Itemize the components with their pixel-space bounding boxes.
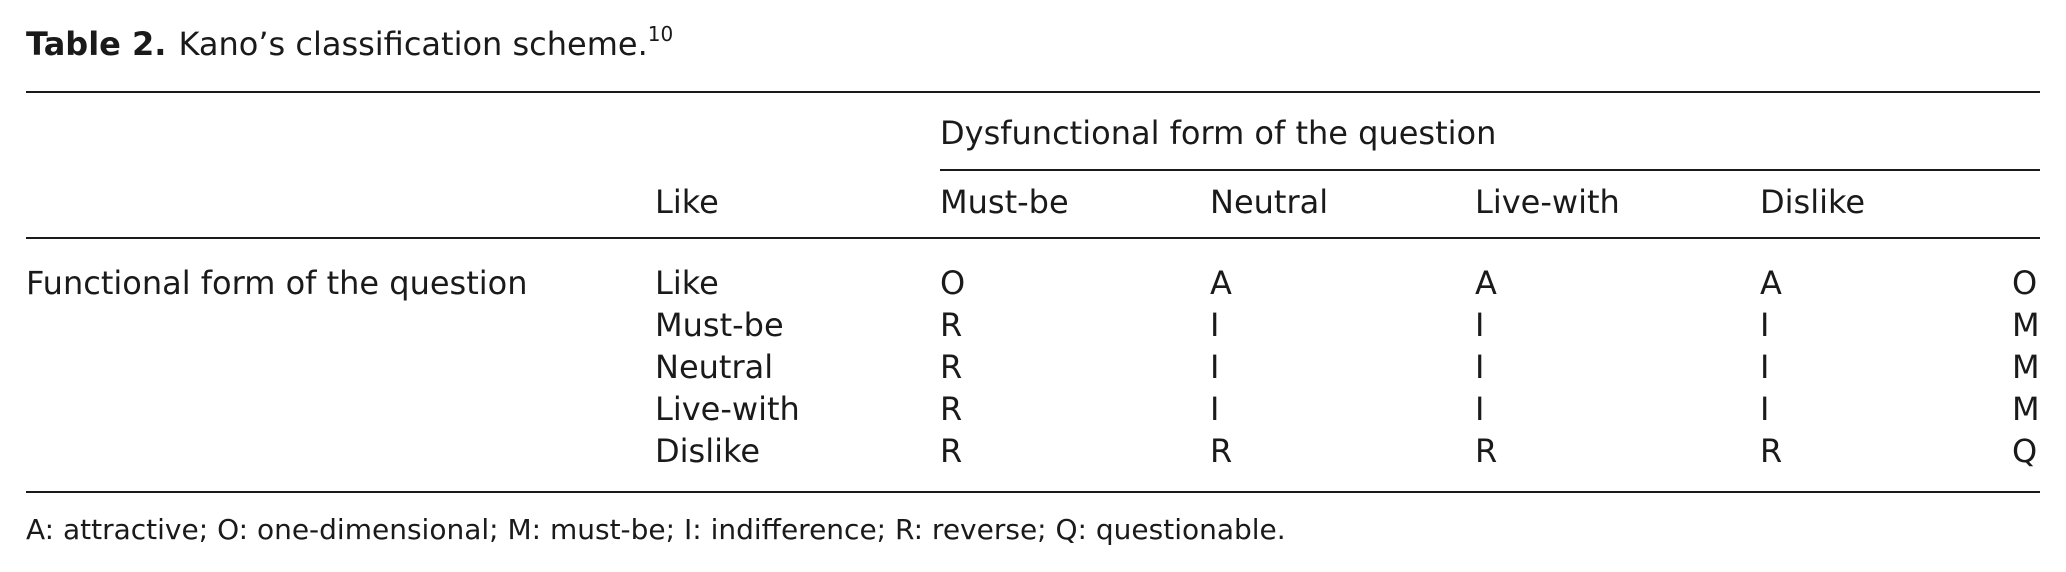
table-cell: M (2012, 390, 2040, 428)
row-label: Live-with (655, 390, 800, 428)
table-cell: R (940, 306, 963, 344)
table-cell: Q (2012, 432, 2038, 470)
table-number: Table 2. (26, 25, 167, 63)
column-header-like: Like (655, 183, 719, 221)
column-header-live-with: Live-with (1475, 183, 1620, 221)
table-cell: O (940, 264, 966, 302)
row-label: Like (655, 264, 719, 302)
column-header-dislike: Dislike (1760, 183, 1866, 221)
table-cell: I (1210, 390, 1220, 428)
row-label: Must-be (655, 306, 784, 344)
table-cell: A (1210, 264, 1232, 302)
table-cell: M (2012, 348, 2040, 386)
table-cell: I (1210, 348, 1220, 386)
table-cell: A (1475, 264, 1497, 302)
reference-superscript: 10 (647, 22, 674, 46)
row-label: Neutral (655, 348, 774, 386)
top-rule (26, 91, 2040, 93)
table-cell: R (940, 432, 963, 470)
table-caption: Table 2. Kano’s classification scheme.10 (26, 24, 673, 64)
table-footnote: A: attractive; O: one-dimensional; M: mu… (26, 513, 1286, 546)
table-cell: A (1760, 264, 1782, 302)
row-label: Dislike (655, 432, 761, 470)
spanner-rule (940, 169, 2040, 171)
table-cell: R (1760, 432, 1783, 470)
header-rule (26, 237, 2040, 239)
table-cell: R (940, 348, 963, 386)
table-cell: O (2012, 264, 2038, 302)
spanner-header: Dysfunctional form of the question (940, 114, 1497, 152)
table-cell: I (1475, 306, 1485, 344)
table-cell: R (1475, 432, 1498, 470)
stub-label: Functional form of the question (26, 264, 528, 302)
table-cell: I (1760, 306, 1770, 344)
table-cell: I (1475, 390, 1485, 428)
table-cell: R (1210, 432, 1233, 470)
bottom-rule (26, 491, 2040, 493)
table-cell: R (940, 390, 963, 428)
table-cell: I (1475, 348, 1485, 386)
table-cell: I (1760, 348, 1770, 386)
column-header-must-be: Must-be (940, 183, 1069, 221)
table-title: Kano’s classification scheme. (178, 25, 648, 63)
table-cell: I (1210, 306, 1220, 344)
table-cell: M (2012, 306, 2040, 344)
table-cell: I (1760, 390, 1770, 428)
column-header-neutral: Neutral (1210, 183, 1329, 221)
